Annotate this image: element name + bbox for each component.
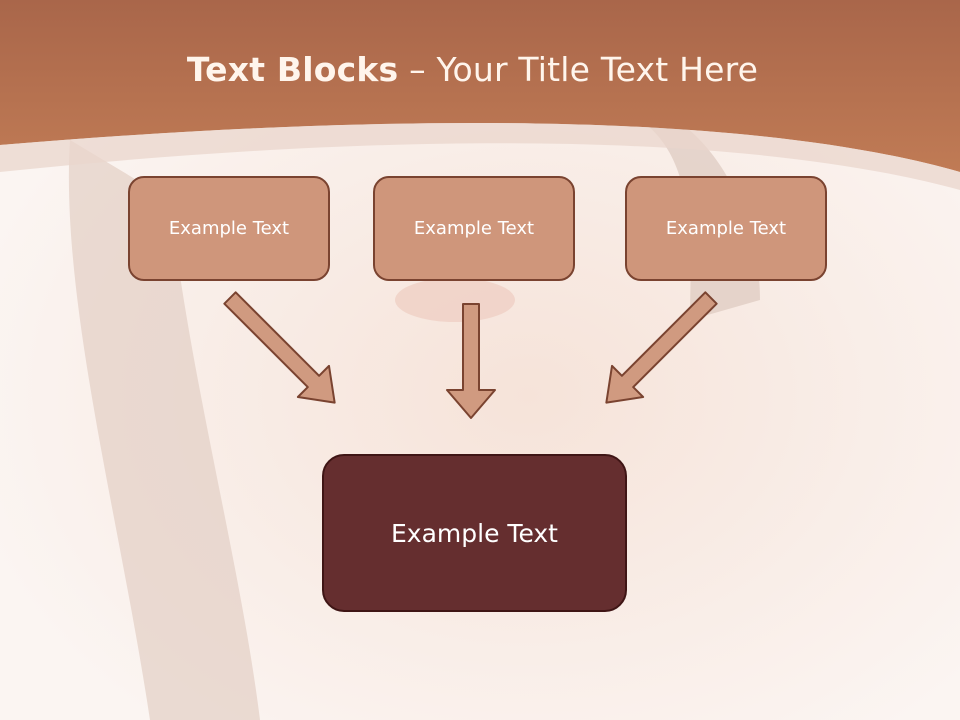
text-box-1: Example Text [128, 176, 330, 281]
title-dash: – [409, 50, 426, 89]
main-text-box: Example Text [322, 454, 627, 612]
lips-shape [395, 278, 515, 322]
text-box-3-label: Example Text [665, 218, 787, 239]
text-box-2-label: Example Text [413, 218, 535, 239]
text-box-2: Example Text [373, 176, 575, 281]
hair-shape-left [68, 140, 261, 720]
arrow-left [223, 291, 336, 404]
arrow-right [605, 291, 718, 404]
text-box-3: Example Text [625, 176, 827, 281]
main-text-box-label: Example Text [391, 518, 558, 548]
header-band [0, 0, 960, 172]
title-bold: Text Blocks [186, 50, 399, 89]
title-rest: Your Title Text Here [436, 50, 759, 89]
slide-title: Text Blocks – Your Title Text Here [0, 50, 945, 89]
arrow-center [446, 303, 496, 419]
text-box-1-label: Example Text [168, 218, 290, 239]
header-curve-highlight [0, 122, 960, 190]
